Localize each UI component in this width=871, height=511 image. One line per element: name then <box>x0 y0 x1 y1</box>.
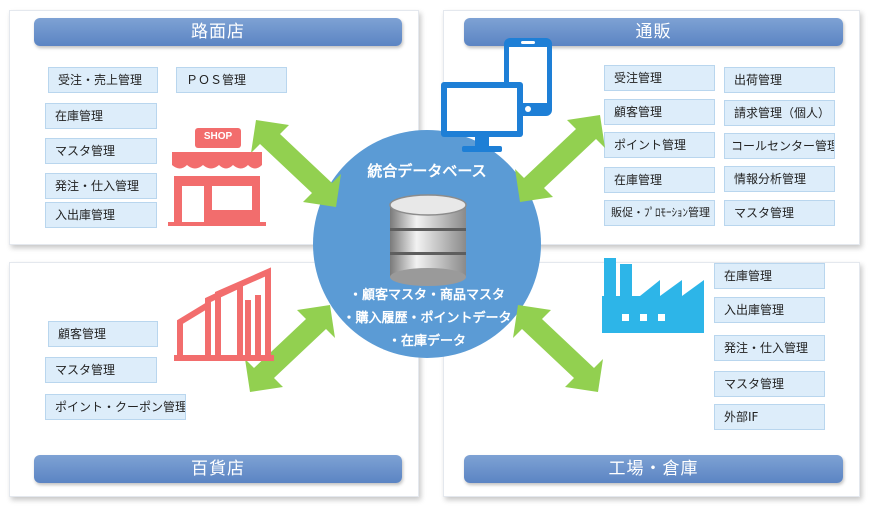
dept-item: マスタ管理 <box>45 357 157 383</box>
mail-item: コールセンター管理 <box>724 133 835 159</box>
mail-item: ポイント管理 <box>604 132 715 158</box>
monitor-icon <box>441 82 523 152</box>
shop-sign-label: SHOP <box>203 131 233 142</box>
store-item: マスタ管理 <box>45 138 157 164</box>
factory-title: 工場・倉庫 <box>464 455 843 483</box>
store-item: ＰＯＳ管理 <box>176 67 287 93</box>
mail-item: 受注管理 <box>604 65 715 91</box>
store-item: 入出庫管理 <box>45 202 157 228</box>
database-title: 統合データベース <box>367 162 487 180</box>
factory-item: 在庫管理 <box>714 263 825 289</box>
arrow-mail-hub <box>515 115 605 202</box>
store-item: 受注・売上管理 <box>48 67 158 93</box>
department-store-title: 百貨店 <box>34 455 402 483</box>
arrow-store-hub <box>251 120 341 207</box>
factory-item: マスタ管理 <box>714 371 825 397</box>
arrow-factory-hub <box>513 305 603 392</box>
smartphone-icon <box>504 38 552 116</box>
mail-item: 在庫管理 <box>604 167 715 193</box>
mail-item: 情報分析管理 <box>724 166 835 192</box>
factory-item: 発注・仕入管理 <box>714 335 825 361</box>
dept-item: 顧客管理 <box>48 321 158 347</box>
store-item: 在庫管理 <box>45 103 157 129</box>
store-title: 路面店 <box>34 18 402 46</box>
database-line: ・在庫データ <box>387 334 466 349</box>
database-line: ・購入履歴・ポイントデータ <box>342 311 512 326</box>
factory-item: 入出庫管理 <box>714 297 825 323</box>
department-store-icon <box>174 267 274 361</box>
store-item: 発注・仕入管理 <box>45 173 157 199</box>
mail-item: マスタ管理 <box>724 200 835 226</box>
mail-item: 出荷管理 <box>724 67 835 93</box>
shop-icon <box>168 128 266 226</box>
mail-item: 顧客管理 <box>604 99 715 125</box>
factory-icon <box>602 258 704 333</box>
database-icon <box>389 194 467 286</box>
arrow-dept-hub <box>245 305 335 392</box>
mail-item: 請求管理（個人） <box>724 100 835 126</box>
mail-item: 販促・ﾌﾟﾛﾓｰｼｮﾝ管理 <box>604 200 715 226</box>
factory-item: 外部IF <box>714 404 825 430</box>
database-line: ・顧客マスタ・商品マスタ <box>348 288 505 303</box>
dept-item: ポイント・クーポン管理 <box>45 394 186 420</box>
